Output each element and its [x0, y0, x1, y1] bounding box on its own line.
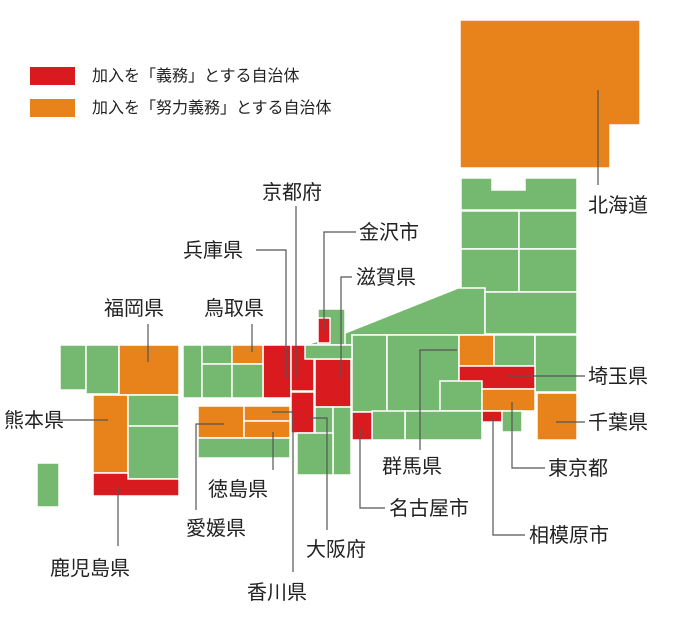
region-tottori [231, 344, 264, 365]
region-fukuoka [118, 344, 180, 396]
region-niigata [484, 291, 578, 335]
region-nagoya [351, 411, 373, 441]
legend-swatch-effort [30, 99, 75, 117]
region-okayama [231, 363, 264, 399]
legend-label-effort: 加入を「努力義務」とする自治体 [92, 98, 332, 117]
region-aichi [371, 410, 406, 441]
label-ehime: 愛媛県 [186, 516, 246, 540]
region-chiba [536, 392, 578, 441]
region-tohoku [518, 210, 578, 250]
label-nagoya: 名古屋市 [389, 496, 469, 520]
region-gunma [458, 334, 495, 367]
region-tokyo [481, 388, 536, 412]
label-osaka: 大阪府 [306, 537, 366, 561]
region-nagasaki [59, 344, 87, 391]
label-saitama: 埼玉県 [588, 364, 648, 388]
region-kyoto-south [290, 391, 315, 434]
region-miyazaki [127, 425, 180, 480]
region-kagawa [243, 405, 291, 422]
leader-lines [58, 90, 599, 572]
label-chiba: 千葉県 [588, 410, 648, 434]
region-hokkaido [459, 19, 641, 169]
region-kagoshima [92, 472, 180, 497]
label-tokyo: 東京都 [548, 456, 608, 480]
region-fukui [304, 344, 353, 360]
label-kagawa: 香川県 [247, 580, 307, 604]
region-hyogo [262, 344, 292, 399]
region-shizuoka [404, 410, 483, 441]
region-tochigi [493, 334, 536, 367]
region-okinawa [36, 462, 60, 508]
label-sagamihara: 相模原市 [529, 523, 609, 547]
region-tohoku-north [460, 177, 578, 211]
legend-label-mandatory: 加入を「義務」とする自治体 [92, 66, 300, 85]
region-kumamoto [92, 394, 129, 474]
label-hokkaido: 北海道 [588, 193, 648, 217]
region-oita [127, 394, 180, 427]
region-tohoku [460, 210, 520, 250]
region-yamaguchi [182, 344, 203, 399]
region-shimane [201, 344, 233, 365]
region-tokushima [243, 420, 291, 439]
region-kochi [197, 437, 291, 459]
region-shiga [314, 358, 352, 408]
region-tohoku [518, 248, 578, 293]
label-tottori: 鳥取県 [204, 296, 264, 320]
label-hyogo: 兵庫県 [183, 238, 243, 262]
region-ehime [197, 405, 245, 439]
legend-swatch-mandatory [30, 67, 75, 85]
label-fukuoka: 福岡県 [104, 296, 164, 320]
region-tohoku [460, 248, 520, 293]
region-saga [85, 344, 120, 395]
label-kyoto: 京都府 [262, 180, 322, 204]
label-tokushima: 徳島県 [208, 477, 268, 501]
region-ibaraki [534, 334, 578, 393]
region-yamanashi [439, 380, 483, 412]
label-gunma: 群馬県 [382, 454, 442, 478]
region-hiroshima [201, 363, 233, 399]
label-kanazawa: 金沢市 [359, 220, 419, 244]
region-chubu [351, 334, 388, 413]
label-kagoshima: 鹿児島県 [50, 556, 130, 580]
region-mie [332, 406, 352, 476]
label-kumamoto: 熊本県 [4, 408, 64, 432]
label-shiga: 滋賀県 [356, 265, 416, 289]
region-sagamihara [481, 410, 503, 423]
